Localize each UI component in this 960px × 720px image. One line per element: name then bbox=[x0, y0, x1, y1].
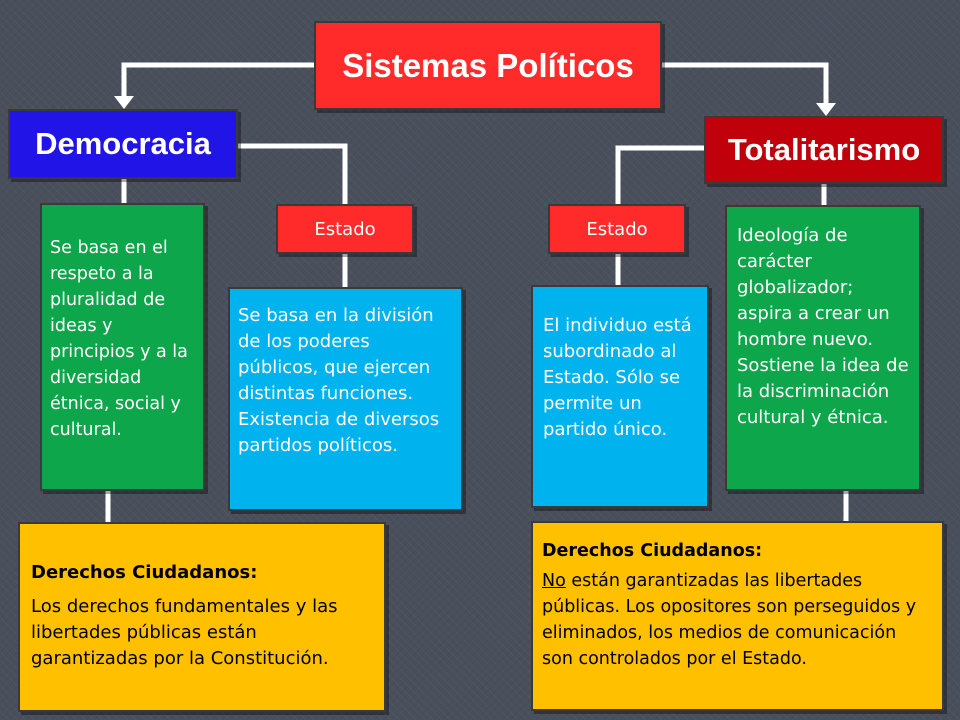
totalitarismo-estado-description: El individuo está subordinado al Estado.… bbox=[543, 315, 692, 440]
democracia-derechos-box: Derechos Ciudadanos: Los derechos fundam… bbox=[18, 522, 386, 712]
connector-title-democracia bbox=[121, 62, 314, 98]
arrowhead-totalitarismo bbox=[816, 103, 836, 116]
connector-totalitarismo-estado bbox=[615, 145, 704, 204]
connector-title-totalitarismo bbox=[662, 62, 829, 105]
totalitarismo-derechos-no: No bbox=[542, 571, 566, 591]
page-title: Sistemas Políticos bbox=[342, 46, 634, 84]
totalitarismo-estado-label: Estado bbox=[586, 218, 648, 240]
democracia-derechos-title: Derechos Ciudadanos: bbox=[31, 562, 258, 583]
totalitarismo-derechos-text: están garantizadas las libertades públic… bbox=[542, 571, 917, 669]
arrowhead-democracia bbox=[114, 96, 134, 109]
democracia-estado-description-box: Se basa en la división de los poderes pú… bbox=[228, 287, 463, 511]
totalitarismo-label: Totalitarismo bbox=[727, 132, 921, 167]
totalitarismo-description-box: Ideología de carácter globalizador; aspi… bbox=[725, 205, 921, 491]
democracia-label: Democracia bbox=[35, 126, 211, 161]
totalitarismo-description: Ideología de carácter globalizador; aspi… bbox=[737, 225, 909, 428]
title-box: Sistemas Políticos bbox=[314, 21, 662, 110]
totalitarismo-box: Totalitarismo bbox=[704, 116, 944, 184]
totalitarismo-derechos-title: Derechos Ciudadanos: bbox=[542, 541, 763, 561]
connector-democracia-estado bbox=[238, 143, 348, 204]
democracia-box: Democracia bbox=[8, 109, 238, 179]
democracia-description-box: Se basa en el respeto a la pluralidad de… bbox=[40, 203, 205, 491]
totalitarismo-estado-box: Estado bbox=[548, 204, 686, 254]
democracia-description: Se basa en el respeto a la pluralidad de… bbox=[50, 238, 188, 440]
totalitarismo-estado-description-box: El individuo está subordinado al Estado.… bbox=[531, 285, 709, 508]
totalitarismo-derechos-paragraph: No están garantizadas las libertades púb… bbox=[542, 568, 932, 672]
democracia-estado-label: Estado bbox=[314, 218, 376, 240]
totalitarismo-derechos-box: Derechos Ciudadanos: No están garantizad… bbox=[531, 521, 944, 711]
democracia-derechos-text: Los derechos fundamentales y las liberta… bbox=[31, 596, 338, 669]
democracia-estado-description: Se basa en la división de los poderes pú… bbox=[238, 305, 440, 456]
democracia-estado-box: Estado bbox=[276, 204, 414, 254]
